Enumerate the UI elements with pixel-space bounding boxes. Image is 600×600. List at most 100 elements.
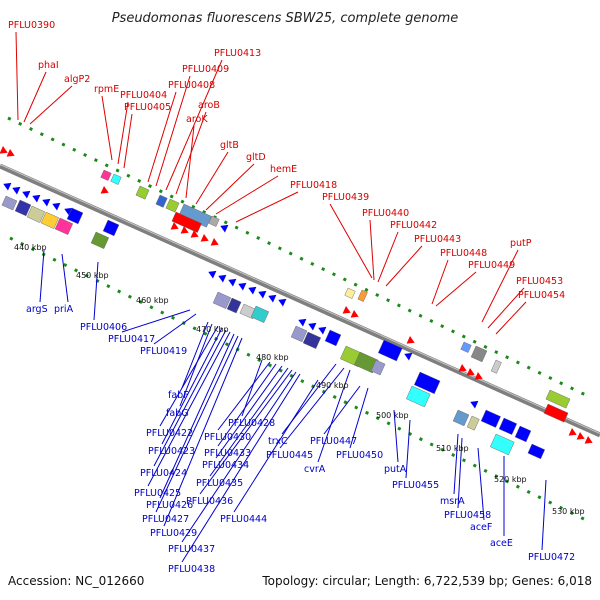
reverse-gene-label: PFLU0444 [220, 514, 267, 525]
leader-line [181, 371, 297, 543]
reverse-gene-label: PFLU0427 [142, 514, 189, 525]
reverse-gene-label: PFLU0445 [266, 450, 313, 461]
forward-gene-label: PFLU0440 [362, 208, 409, 219]
kbp-tick-label: 460 kbp [136, 296, 169, 305]
reverse-arrow [220, 224, 229, 233]
forward-gene-label: putP [510, 238, 532, 249]
reverse-arrow [308, 322, 317, 331]
forward-gene-label: PFLU0390 [8, 20, 55, 31]
reverse-arrow [278, 298, 287, 307]
leader-line [405, 419, 411, 479]
reverse-gene-label: PFLU0406 [80, 322, 127, 333]
gene-block [377, 339, 403, 362]
kbp-tick-label: 470 kbp [196, 325, 229, 334]
gene-block [490, 359, 502, 374]
reverse-gene-label: PFLU0438 [168, 564, 215, 575]
kbp-tick-label: 450 kbp [76, 271, 109, 280]
forward-arrow [568, 428, 577, 436]
leader-line [29, 85, 73, 125]
gene-block [545, 389, 571, 409]
genome-backbone [0, 163, 600, 438]
gene-block [14, 199, 32, 217]
gene-block [489, 433, 515, 456]
forward-gene-label: PFLU0443 [414, 234, 461, 245]
reverse-gene-label: PFLU0417 [108, 334, 155, 345]
gene-block [110, 173, 122, 185]
leader-line [209, 367, 289, 477]
leader-line [195, 151, 229, 205]
gene-block [102, 219, 120, 237]
leader-line [477, 447, 485, 521]
reverse-arrow [268, 294, 277, 303]
reverse-gene-label: PFLU0447 [310, 436, 357, 447]
gene-block [165, 198, 180, 213]
gene-block [466, 415, 480, 431]
reverse-arrow [208, 270, 217, 279]
gene-block [90, 231, 110, 249]
leader-line [155, 75, 191, 187]
leader-line [23, 71, 47, 123]
forward-arrow [576, 432, 585, 440]
gene-block [66, 207, 84, 225]
reverse-arrow [32, 194, 41, 203]
reverse-arrow [12, 186, 21, 195]
forward-arrow [350, 310, 359, 318]
leader-line [495, 301, 527, 335]
leader-line [181, 321, 209, 389]
forward-arrow [458, 364, 467, 372]
gene-block [155, 194, 168, 208]
genome-backbone-highlight [0, 164, 600, 434]
gene-block [470, 345, 488, 363]
forward-arrow [6, 149, 15, 157]
reverse-arrow [248, 286, 257, 295]
kbp-tick-label: 490 kbp [316, 381, 349, 390]
gene-block [370, 359, 386, 376]
leader-line [155, 335, 239, 513]
leader-line [61, 253, 69, 303]
reverse-arrow [298, 318, 307, 327]
forward-gene-label: PFLU0418 [290, 180, 337, 191]
leader-line [39, 249, 45, 303]
reverse-arrow [258, 290, 267, 299]
gene-block [344, 287, 356, 299]
reverse-gene-label: fabF [168, 390, 189, 401]
gene-block [480, 409, 501, 428]
leader-line [163, 337, 243, 527]
forward-gene-label: PFLU0453 [516, 276, 563, 287]
kbp-tick-label: 500 kbp [376, 411, 409, 420]
reverse-gene-label: PFLU0435 [196, 478, 243, 489]
leader-line [161, 327, 223, 445]
gene-block [324, 329, 342, 347]
forward-gene-label: PFLU0442 [390, 220, 437, 231]
leader-line [235, 191, 299, 223]
gene-block [357, 289, 368, 302]
reverse-arrow [52, 202, 61, 211]
leader-line [481, 249, 519, 323]
leader-line [281, 363, 337, 435]
reverse-gene-label: PFLU0458 [444, 510, 491, 521]
forward-arrow [210, 238, 219, 246]
reverse-gene-label: aceF [470, 522, 492, 533]
forward-arrow [466, 368, 475, 376]
forward-gene-label: PFLU0439 [322, 192, 369, 203]
reverse-gene-label: PFLU0437 [168, 544, 215, 555]
leader-line [377, 231, 399, 283]
leader-line [93, 261, 99, 321]
leader-line [349, 387, 369, 449]
gene-block [40, 211, 60, 229]
leader-line [369, 219, 375, 281]
reverse-gene-label: PFLU0422 [146, 428, 193, 439]
reverse-arrow [42, 198, 51, 207]
reverse-gene-label: PFLU0430 [204, 432, 251, 443]
reverse-arrow [3, 182, 12, 191]
forward-gene-label: gltB [220, 140, 239, 151]
outer-dotted-track-top [7, 116, 593, 400]
forward-gene-label: PFLU0413 [214, 48, 261, 59]
map-title: Pseudomonas fluorescens SBW25, complete … [112, 11, 459, 26]
leader-line [153, 313, 197, 345]
reverse-arrow [64, 207, 73, 216]
reverse-gene-label: putA [384, 464, 407, 475]
forward-arrow [474, 372, 483, 380]
reverse-gene-label: PFLU0472 [528, 552, 575, 563]
